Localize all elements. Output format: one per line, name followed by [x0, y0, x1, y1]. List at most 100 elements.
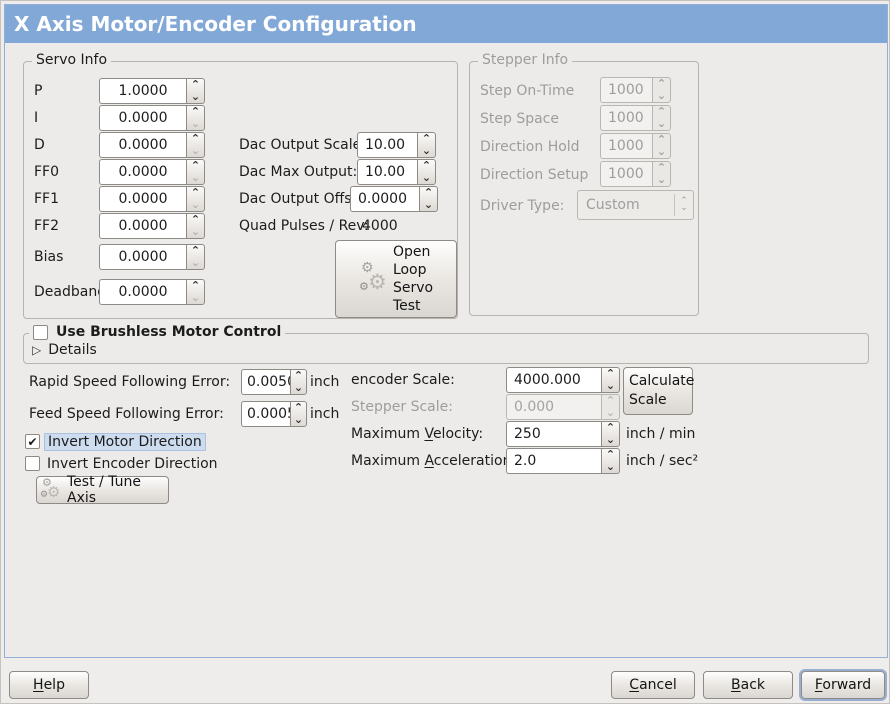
spin-down-icon[interactable]: ⌄: [190, 144, 201, 157]
invert-encoder-checkbox[interactable]: [25, 456, 40, 471]
forward-button[interactable]: Forward: [801, 671, 885, 699]
brushless-legend: Use Brushless Motor Control: [29, 324, 286, 340]
p-input[interactable]: 1.0000: [99, 78, 186, 104]
open-loop-servo-test-button[interactable]: ⚙ ⚙ ⚙ Open Loop Servo Test: [335, 240, 457, 318]
dac-output-offset-spinbox[interactable]: 0.0000 ⌃⌄: [350, 186, 438, 212]
step-space-label: Step Space: [480, 111, 559, 127]
invert-motor-label[interactable]: Invert Motor Direction: [44, 433, 206, 451]
spin-up-icon[interactable]: ⌃: [190, 159, 201, 172]
back-button[interactable]: Back: [703, 671, 793, 699]
p-spinbox[interactable]: 1.0000 ⌃⌄: [99, 78, 205, 104]
spin-down-icon[interactable]: ⌄: [605, 460, 616, 473]
expander-arrow-icon[interactable]: ▷: [32, 343, 42, 357]
spin-up-icon[interactable]: ⌃: [293, 401, 304, 414]
spin-up-icon[interactable]: ⌃: [190, 132, 201, 145]
direction-hold-input: 1000: [600, 133, 652, 159]
spin-up-icon[interactable]: ⌃: [190, 78, 201, 91]
ff1-spinbox[interactable]: 0.0000 ⌃⌄: [99, 186, 205, 212]
max-velocity-spinbox[interactable]: 250 ⌃⌄: [506, 421, 620, 447]
spin-up-icon[interactable]: ⌃: [190, 244, 201, 257]
feed-following-error-label: Feed Speed Following Error:: [29, 406, 224, 422]
max-velocity-label: Maximum Velocity:: [351, 426, 484, 442]
rapid-following-error-spinbox[interactable]: 0.0050 ⌃⌄: [241, 369, 307, 395]
dac-output-offset-input[interactable]: 0.0000: [350, 186, 419, 212]
spin-up-icon[interactable]: ⌃: [423, 186, 434, 199]
step-on-time-input: 1000: [600, 77, 652, 103]
spin-down-icon[interactable]: ⌄: [190, 198, 201, 211]
max-acceleration-spinbox[interactable]: 2.0 ⌃⌄: [506, 448, 620, 474]
spin-down-icon[interactable]: ⌄: [423, 198, 434, 211]
content-panel: X Axis Motor/Encoder Configuration Servo…: [4, 4, 888, 658]
spin-down-icon: ⌄: [656, 173, 667, 186]
ff2-input[interactable]: 0.0000: [99, 213, 186, 239]
spin-down-icon[interactable]: ⌄: [190, 171, 201, 184]
spin-down-icon[interactable]: ⌄: [190, 225, 201, 238]
spin-up-icon[interactable]: ⌃: [605, 448, 616, 461]
dac-output-scale-spinbox[interactable]: 10.00 ⌃⌄: [357, 132, 436, 158]
direction-setup-input: 1000: [600, 161, 652, 187]
open-loop-servo-test-label: Open Loop Servo Test: [392, 244, 434, 314]
calculate-scale-button[interactable]: Calculate Scale: [623, 367, 694, 415]
bias-input[interactable]: 0.0000: [99, 244, 186, 270]
help-button[interactable]: Help: [9, 671, 89, 699]
cancel-button[interactable]: Cancel: [611, 671, 695, 699]
rapid-following-error-label: Rapid Speed Following Error:: [29, 374, 231, 390]
max-acceleration-input[interactable]: 2.0: [506, 448, 601, 474]
bias-spinbox[interactable]: 0.0000 ⌃⌄: [99, 244, 205, 270]
test-tune-axis-button[interactable]: ⚙ ⚙ ⚙ Test / Tune Axis: [36, 474, 169, 506]
d-input[interactable]: 0.0000: [99, 132, 186, 158]
encoder-scale-input[interactable]: 4000.000: [506, 367, 601, 393]
use-brushless-checkbox[interactable]: [33, 324, 48, 340]
ff0-spinbox[interactable]: 0.0000 ⌃⌄: [99, 159, 205, 185]
dac-max-output-label: Dac Max Output:: [239, 164, 358, 180]
page-body: Servo Info P 1.0000 ⌃⌄ I 0.0000 ⌃⌄ D 0.0…: [5, 43, 887, 657]
d-spinbox[interactable]: 0.0000 ⌃⌄: [99, 132, 205, 158]
invert-motor-checkbox[interactable]: ✔: [25, 434, 40, 449]
spin-down-icon[interactable]: ⌄: [421, 144, 432, 157]
spin-down-icon[interactable]: ⌄: [421, 171, 432, 184]
ff0-input[interactable]: 0.0000: [99, 159, 186, 185]
spin-down-icon[interactable]: ⌄: [190, 256, 201, 269]
spin-up-icon[interactable]: ⌃: [190, 213, 201, 226]
ff1-input[interactable]: 0.0000: [99, 186, 186, 212]
ff0-label: FF0: [34, 164, 60, 180]
i-spinbox[interactable]: 0.0000 ⌃⌄: [99, 105, 205, 131]
spin-down-icon[interactable]: ⌄: [190, 291, 201, 304]
spin-up-icon[interactable]: ⌃: [293, 369, 304, 382]
i-input[interactable]: 0.0000: [99, 105, 186, 131]
step-on-time-spinbox: 1000 ⌃⌄: [600, 77, 671, 103]
spin-down-icon[interactable]: ⌄: [605, 379, 616, 392]
rapid-following-error-input[interactable]: 0.0050: [241, 369, 296, 395]
p-label: P: [34, 83, 43, 99]
invert-encoder-label[interactable]: Invert Encoder Direction: [47, 456, 218, 472]
spin-down-icon[interactable]: ⌄: [293, 381, 304, 394]
spin-up-icon: ⌃: [656, 77, 667, 90]
spin-up-icon[interactable]: ⌃: [605, 421, 616, 434]
spin-down-icon[interactable]: ⌄: [293, 413, 304, 426]
spin-up-icon[interactable]: ⌃: [190, 279, 201, 292]
test-tune-axis-label: Test / Tune Axis: [67, 474, 141, 506]
spin-down-icon[interactable]: ⌄: [190, 90, 201, 103]
spin-up-icon[interactable]: ⌃: [190, 105, 201, 118]
dac-max-output-input[interactable]: 10.00: [357, 159, 417, 185]
spin-up-icon[interactable]: ⌃: [605, 367, 616, 380]
stepper-info-frame: Stepper Info Step On-Time 1000 ⌃⌄ Step S…: [469, 52, 699, 316]
deadband-input[interactable]: 0.0000: [99, 279, 186, 305]
dac-output-scale-input[interactable]: 10.00: [357, 132, 417, 158]
feed-following-error-spinbox[interactable]: 0.0005 ⌃⌄: [241, 401, 307, 427]
deadband-spinbox[interactable]: 0.0000 ⌃⌄: [99, 279, 205, 305]
spin-up-icon[interactable]: ⌃: [421, 159, 432, 172]
details-expander[interactable]: ▷ Details: [32, 342, 97, 358]
max-acceleration-label: Maximum Acceleration:: [351, 453, 517, 469]
spin-down-icon[interactable]: ⌄: [605, 433, 616, 446]
spin-down-icon[interactable]: ⌄: [190, 117, 201, 130]
feed-following-error-input[interactable]: 0.0005: [241, 401, 296, 427]
spin-up-icon[interactable]: ⌃: [421, 132, 432, 145]
dac-output-scale-label: Dac Output Scale:: [239, 137, 366, 153]
dac-max-output-spinbox[interactable]: 10.00 ⌃⌄: [357, 159, 436, 185]
direction-setup-spinbox: 1000 ⌃⌄: [600, 161, 671, 187]
spin-up-icon[interactable]: ⌃: [190, 186, 201, 199]
encoder-scale-spinbox[interactable]: 4000.000 ⌃⌄: [506, 367, 620, 393]
ff2-spinbox[interactable]: 0.0000 ⌃⌄: [99, 213, 205, 239]
max-velocity-input[interactable]: 250: [506, 421, 601, 447]
